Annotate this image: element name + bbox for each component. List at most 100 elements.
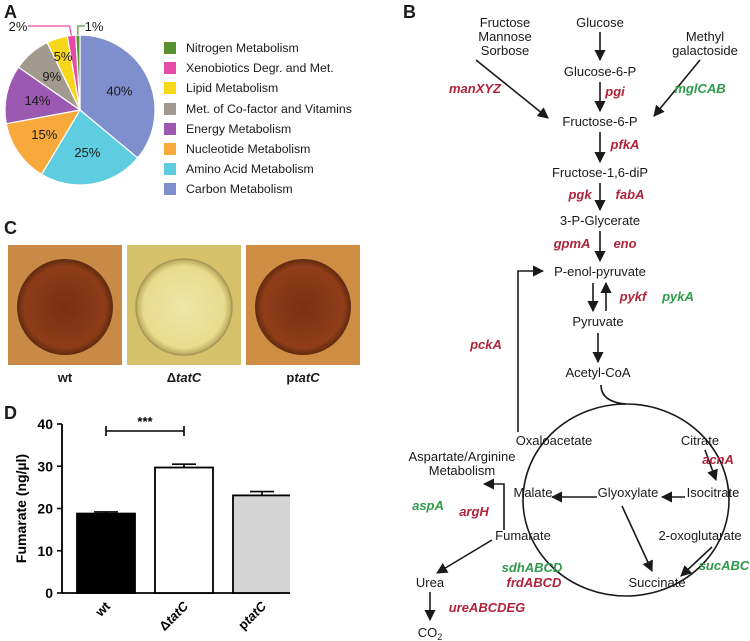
gene-ureabcdeg: ureABCDEG — [449, 600, 526, 615]
significance-label: *** — [137, 414, 153, 429]
pie-slice — [79, 34, 156, 159]
gene-frdabcd: frdABCD — [507, 575, 562, 590]
pie-slice-label: 40% — [106, 84, 132, 99]
metabolite-acetyl-coa: Acetyl-CoA — [565, 365, 630, 380]
metabolite-glyoxylate: Glyoxylate — [598, 485, 659, 500]
y-tick-label: 40 — [37, 416, 53, 432]
pie-slice-label: 25% — [74, 145, 100, 160]
metabolite-sorbose: Sorbose — [481, 43, 529, 58]
pie-slice-label: 9% — [42, 69, 61, 84]
pie-slice — [4, 66, 82, 125]
bar — [232, 494, 290, 594]
metabolite-fumarate: Fumarate — [495, 528, 551, 543]
legend-swatch — [164, 42, 176, 55]
pie-slice — [5, 109, 82, 176]
legend-swatch — [164, 82, 176, 95]
metabolite-methyl: Methyl — [686, 29, 724, 44]
plate-wt — [8, 245, 122, 365]
gene-acna: acnA — [702, 452, 734, 467]
gene-pykf: pykf — [619, 289, 648, 304]
pie-slice-label: 1% — [85, 19, 104, 34]
plate-ptatc — [246, 245, 360, 365]
legend-label: Nucleotide Metabolism — [186, 142, 311, 157]
pie-slice-label: 15% — [31, 127, 57, 142]
y-tick-label: 30 — [37, 458, 53, 474]
legend-item: Carbon Metabolism — [164, 179, 352, 199]
pie-leader-line — [77, 25, 85, 36]
pie-slice-label: 2% — [9, 19, 28, 34]
legend-label: Xenobiotics Degr. and Met. — [186, 61, 334, 76]
metabolite-fructose: Fructose — [480, 15, 531, 30]
y-tick-label: 20 — [37, 501, 53, 517]
metabolite-galactoside: galactoside — [672, 43, 738, 58]
plate-label-deltatatc: ΔtatC — [166, 370, 202, 385]
metabolite-urea: Urea — [416, 575, 445, 590]
pie-slice-label: 5% — [54, 49, 73, 64]
metabolite-oxaloacetate: Oxaloacetate — [516, 433, 593, 448]
legend-item: Nitrogen Metabolism — [164, 38, 352, 58]
gene-gpma: gpmA — [553, 236, 591, 251]
plate-label-ptatc: ptatC — [286, 370, 320, 385]
legend-label: Lipid Metabolism — [186, 81, 279, 96]
pathway-diagram: Fructose Mannose Sorbose Glucose Methyl … — [409, 15, 750, 641]
metabolite-pep: P-enol-pyruvate — [554, 264, 646, 279]
pie-chart: 40% 25% 15% 14% 9% 5% 2% 1% — [4, 19, 156, 186]
x-tick-label: ptatC — [235, 598, 270, 633]
gene-sdhabcd: sdhABCD — [502, 560, 563, 575]
metabolite-fructose-6-p: Fructose-6-P — [562, 114, 637, 129]
plate-deltatatc — [127, 245, 241, 365]
panel-c-letter: C — [4, 218, 17, 238]
gene-pcka: pckA — [469, 337, 502, 352]
legend-swatch — [164, 102, 176, 115]
legend-swatch — [164, 122, 176, 135]
gene-pyka: pykA — [661, 289, 694, 304]
legend-label: Amino Acid Metabolism — [186, 162, 314, 177]
metabolite-pyruvate: Pyruvate — [572, 314, 623, 329]
metabolite-aspartate-arginine: Aspartate/Arginine — [409, 449, 516, 464]
metabolite-malate: Malate — [513, 485, 552, 500]
metabolite-citrate: Citrate — [681, 433, 719, 448]
legend-label: Met. of Co-factor and Vitamins — [186, 101, 352, 116]
colony-wt — [17, 259, 113, 355]
pie-leader-line — [28, 25, 73, 36]
metabolite-3-p-glycerate: 3-P-Glycerate — [560, 213, 640, 228]
legend-swatch — [164, 62, 176, 75]
x-tick-label: ΔtatC — [156, 598, 192, 634]
gene-aspa: aspA — [412, 498, 444, 513]
pie-slice — [40, 109, 139, 186]
metabolite-mannose: Mannose — [478, 29, 531, 44]
bar — [76, 512, 136, 594]
metabolite-glucose: Glucose — [576, 15, 624, 30]
gene-faba: fabA — [616, 187, 645, 202]
gene-manxyz: manXYZ — [449, 81, 502, 96]
legend-swatch — [164, 163, 176, 176]
y-axis-label: Fumarate (ng/µl) — [13, 454, 29, 563]
y-tick-label: 0 — [45, 585, 53, 601]
gene-eno: eno — [613, 236, 636, 251]
metabolite-glucose-6-p: Glucose-6-P — [564, 64, 636, 79]
y-tick-label: 10 — [37, 543, 53, 559]
legend-item: Energy Metabolism — [164, 119, 352, 139]
panel-b-letter: B — [403, 2, 416, 22]
pie-slice-label: 14% — [24, 93, 50, 108]
x-tick-label: wt — [92, 598, 114, 620]
bar — [154, 466, 214, 594]
gene-pfka: pfkA — [610, 137, 640, 152]
legend-label: Nitrogen Metabolism — [186, 41, 299, 56]
colony-deltatatc — [135, 258, 233, 356]
legend-item: Amino Acid Metabolism — [164, 159, 352, 179]
legend-swatch — [164, 183, 176, 196]
legend-label: Carbon Metabolism — [186, 182, 293, 197]
metabolite-succinate: Succinate — [628, 575, 685, 590]
gene-argh: argH — [459, 504, 489, 519]
colony-ptatc — [255, 259, 351, 355]
gene-sucabc: sucABC — [699, 558, 750, 573]
metabolite-isocitrate: Isocitrate — [687, 485, 740, 500]
metabolite-2-oxoglutarate: 2-oxoglutarate — [658, 528, 741, 543]
legend-item: Xenobiotics Degr. and Met. — [164, 58, 352, 78]
legend-item: Met. of Co-factor and Vitamins — [164, 99, 352, 119]
plate-label-wt: wt — [57, 370, 73, 385]
metabolite-metabolism: Metabolism — [429, 463, 495, 478]
